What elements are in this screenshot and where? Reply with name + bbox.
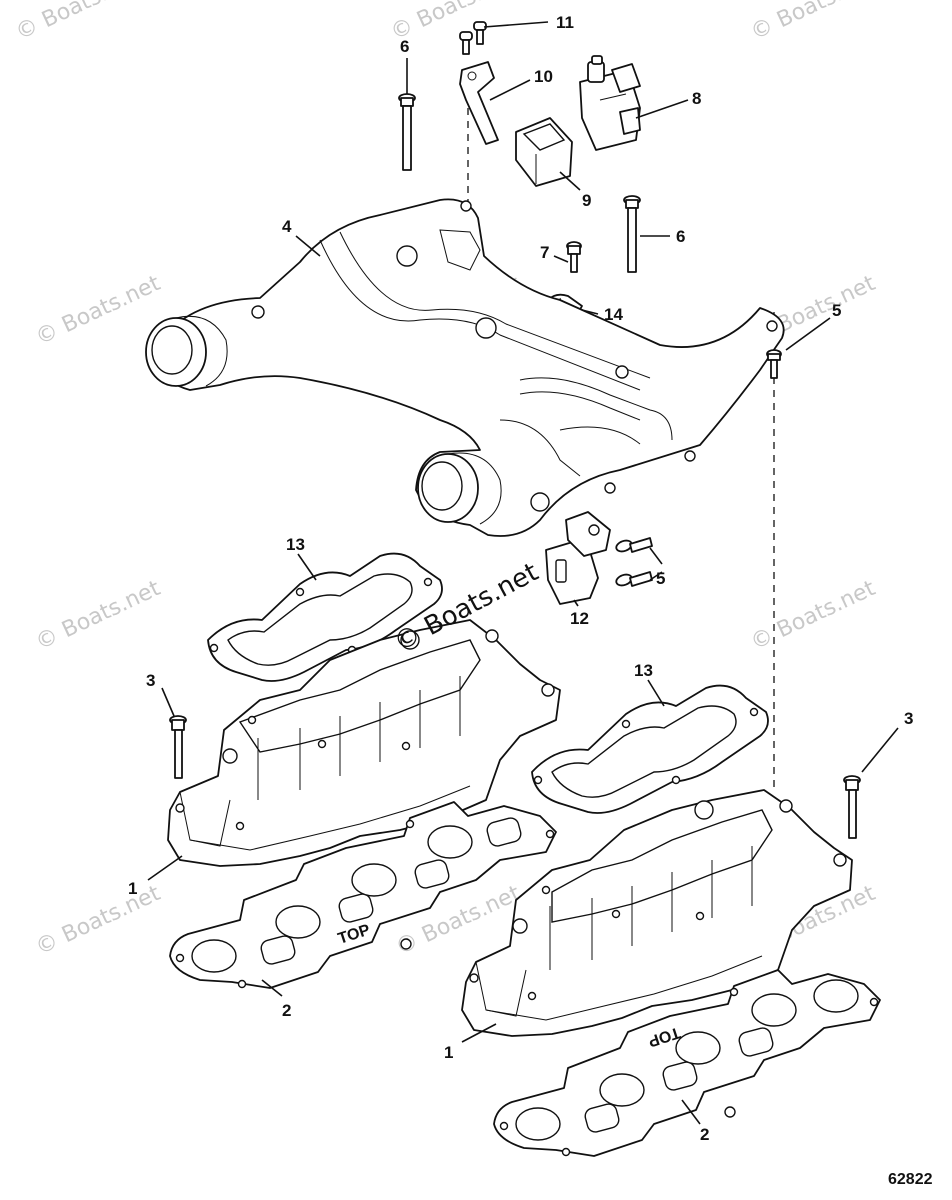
gasket-part-13-left xyxy=(207,552,443,682)
callout-4: 4 xyxy=(282,217,292,236)
watermark: © Boats.net xyxy=(12,0,145,45)
callout-10: 10 xyxy=(534,67,553,86)
screws-part-11 xyxy=(459,21,487,55)
lower-intake-manifold-part-1-right xyxy=(461,789,853,1037)
watermark: © Boats.net xyxy=(747,0,880,45)
watermark: © Boats.net xyxy=(32,576,165,656)
watermark: © Boats.net xyxy=(32,881,165,961)
callout-8: 8 xyxy=(692,89,701,108)
callout-5: 5 xyxy=(656,569,665,588)
lower-intake-manifold-part-1-left xyxy=(167,619,561,867)
callout-6: 6 xyxy=(400,37,409,56)
watermark: © Boats.net xyxy=(32,271,165,351)
callout-14: 14 xyxy=(604,305,623,324)
callout-6: 6 xyxy=(676,227,685,246)
upper-intake-manifold-part-4 xyxy=(145,198,785,537)
screw-part-7 xyxy=(566,241,582,273)
callout-2: 2 xyxy=(282,1001,291,1020)
bolt-part-3-left xyxy=(169,715,187,779)
callout-2: 2 xyxy=(700,1125,709,1144)
sensor-part-12 xyxy=(545,511,611,605)
callout-13: 13 xyxy=(286,535,305,554)
callout-1: 1 xyxy=(128,879,137,898)
bracket-part-10 xyxy=(459,61,499,145)
callout-12: 12 xyxy=(570,609,589,628)
bolt-part-3-right xyxy=(843,775,861,839)
callout-7: 7 xyxy=(540,243,549,262)
mount-part-9 xyxy=(515,117,573,187)
figure-number: 62822 xyxy=(888,1171,933,1188)
callouts: 11 6 10 8 9 6 4 7 14 5 5 12 13 13 3 3 1 … xyxy=(128,13,913,1144)
gasket-part-13-right xyxy=(531,684,769,814)
callout-1: 1 xyxy=(444,1043,453,1062)
bolt-part-6-left xyxy=(398,93,416,171)
leader-lines xyxy=(147,21,899,1125)
screws-part-5-lower xyxy=(615,537,653,587)
solenoid-part-8 xyxy=(579,55,641,151)
callout-13: 13 xyxy=(634,661,653,680)
callout-11: 11 xyxy=(556,13,574,32)
callout-9: 9 xyxy=(582,191,591,210)
gasket-part-2-right: TOP xyxy=(493,969,881,1157)
callout-3: 3 xyxy=(146,671,155,690)
callout-3: 3 xyxy=(904,709,913,728)
callout-5: 5 xyxy=(832,301,841,320)
gasket-part-2-left: TOP xyxy=(169,801,557,989)
watermark: © Boats.net xyxy=(747,576,880,656)
screw-part-5-top xyxy=(766,349,782,379)
bolt-part-6-right xyxy=(623,195,641,273)
